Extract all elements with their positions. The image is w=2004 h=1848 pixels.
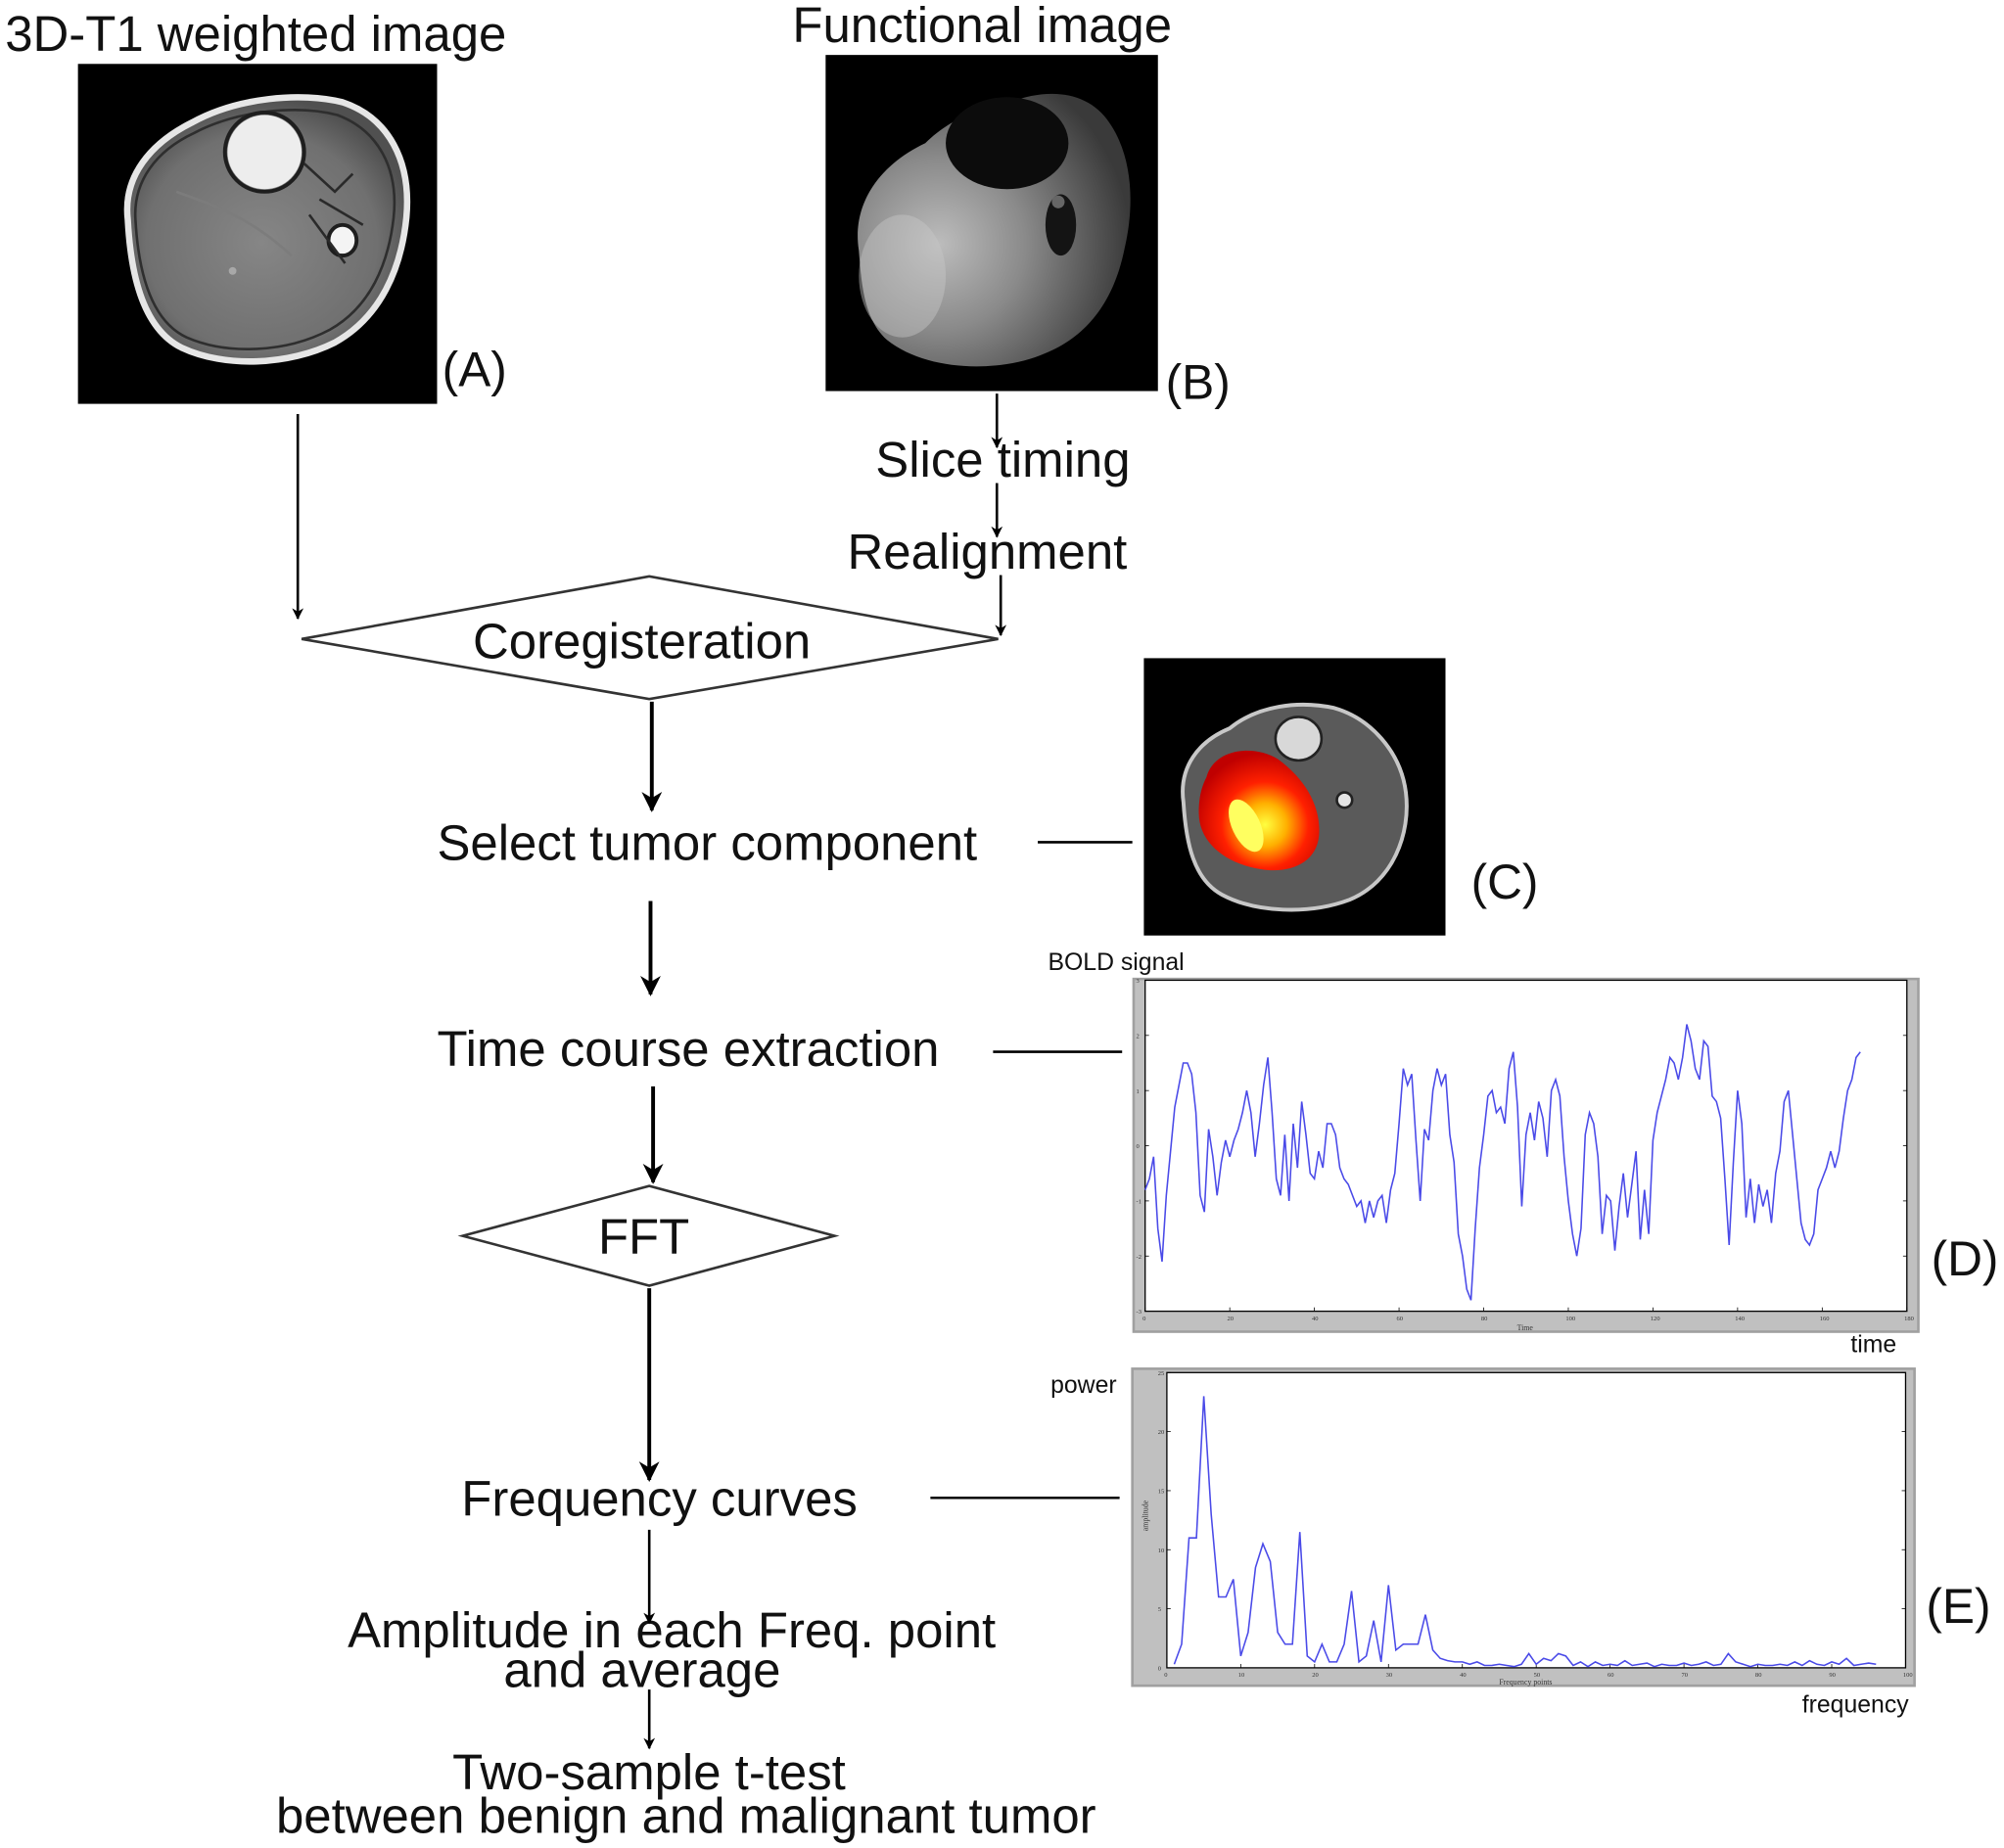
bold-chart-xtick-label: 0 — [1142, 1316, 1146, 1322]
freq-chart-outer-ylabel: power — [1050, 1372, 1117, 1399]
freq-chart-ytick-label: 10 — [1158, 1548, 1165, 1554]
freq-chart-xtick-label: 0 — [1164, 1672, 1168, 1679]
bold-signal-series-line — [1143, 1024, 1861, 1301]
bold-chart-outer-xlabel: time — [1850, 1331, 1896, 1358]
bold-chart-xtick-label: 80 — [1481, 1316, 1488, 1322]
freq-chart-outer-xlabel: frequency — [1802, 1692, 1909, 1719]
step-frequency-curves: Frequency curves — [461, 1471, 858, 1527]
frequency-series-line — [1173, 1396, 1877, 1668]
panel-c-label: (C) — [1471, 855, 1539, 909]
bold-chart-ytick-label: -2 — [1137, 1254, 1142, 1261]
freq-chart-ytick-label: 15 — [1158, 1489, 1165, 1496]
freq-chart-ytick-label: 0 — [1158, 1666, 1162, 1673]
functional-image — [825, 55, 1158, 392]
bold-chart-xtick-label: 120 — [1651, 1316, 1661, 1322]
bold-chart-xtick-label: 160 — [1820, 1316, 1831, 1322]
fft-diamond — [457, 1184, 840, 1287]
t1-weighted-image — [77, 64, 438, 404]
freq-chart-xtick-label: 30 — [1386, 1672, 1393, 1679]
bold-chart-ytick-label: 0 — [1137, 1143, 1141, 1150]
freq-chart-xtick-label: 60 — [1608, 1672, 1614, 1679]
bold-chart-ytick-label: 1 — [1137, 1088, 1140, 1095]
bold-chart-ytick-label: -1 — [1137, 1199, 1142, 1206]
step-amplitude-line1: Amplitude in each Freq. point — [348, 1602, 996, 1658]
panel-b-label: (B) — [1166, 354, 1231, 409]
freq-chart-xtick-label: 70 — [1681, 1672, 1688, 1679]
step-slice-timing: Slice timing — [875, 432, 1130, 487]
freq-chart-xtick-label: 100 — [1903, 1672, 1914, 1679]
freq-chart-ytick-label: 20 — [1158, 1429, 1165, 1436]
bold-chart-xtick-label: 180 — [1904, 1316, 1915, 1322]
panel-d-label: (D) — [1932, 1231, 1999, 1286]
bold-chart-xtick-label: 20 — [1228, 1316, 1235, 1322]
step-ttest-line2: between benign and malignant tumor — [276, 1787, 1096, 1843]
bold-chart-xtick-label: 60 — [1396, 1316, 1403, 1322]
freq-chart-xtick-label: 80 — [1755, 1672, 1762, 1679]
freq-chart-xtick-label: 10 — [1238, 1672, 1245, 1679]
panel-e-label: (E) — [1926, 1579, 1990, 1634]
bold-chart-ticks: 0 20 40 60 80 100 120 140 160 180 3 2 1 0 -1 -2 -3 — [1137, 978, 1915, 1322]
step-realignment: Realignment — [848, 524, 1128, 579]
freq-chart-plot-area — [1166, 1371, 1907, 1669]
step-select-tumor: Select tumor component — [437, 815, 977, 871]
bold-chart-outer-ylabel: BOLD signal — [1048, 949, 1184, 976]
t1-image-title: 3D-T1 weighted image — [5, 6, 506, 62]
step-time-course: Time course extraction — [437, 1021, 939, 1077]
step-coregistration: Coregisteration — [473, 613, 811, 669]
bold-chart-ytick-label: 2 — [1137, 1033, 1140, 1040]
bold-chart-xtick-label: 100 — [1565, 1316, 1576, 1322]
freq-chart-xtick-label: 20 — [1312, 1672, 1319, 1679]
step-amplitude-line2: and average — [503, 1641, 780, 1697]
freq-chart-xtick-label: 40 — [1460, 1672, 1467, 1679]
freq-chart-ytick-label: 25 — [1158, 1370, 1165, 1377]
functional-image-title: Functional image — [792, 0, 1172, 53]
freq-chart-ytick-label: 5 — [1158, 1606, 1161, 1613]
coregistration-diamond — [301, 575, 999, 701]
bold-chart-ytick-label: 3 — [1137, 978, 1140, 985]
bold-chart-xtick-label: 40 — [1312, 1316, 1319, 1322]
bold-chart-ytick-label: -3 — [1137, 1309, 1142, 1316]
bold-chart-xlabel: Time — [1517, 1323, 1534, 1332]
freq-chart-ylabel: amplitude — [1141, 1500, 1149, 1531]
freq-chart-xtick-label: 90 — [1829, 1672, 1836, 1679]
tumor-overlay-image — [1143, 658, 1446, 936]
flow-arrows — [292, 393, 1133, 1750]
step-fft: FFT — [598, 1209, 689, 1265]
freq-chart-xtick-label: 50 — [1534, 1672, 1541, 1679]
panel-a-label: (A) — [443, 342, 507, 396]
bold-chart-xtick-label: 140 — [1735, 1316, 1746, 1322]
freq-chart-xlabel: Frequency points — [1499, 1678, 1552, 1686]
step-ttest-line1: Two-sample t-test — [452, 1744, 846, 1800]
